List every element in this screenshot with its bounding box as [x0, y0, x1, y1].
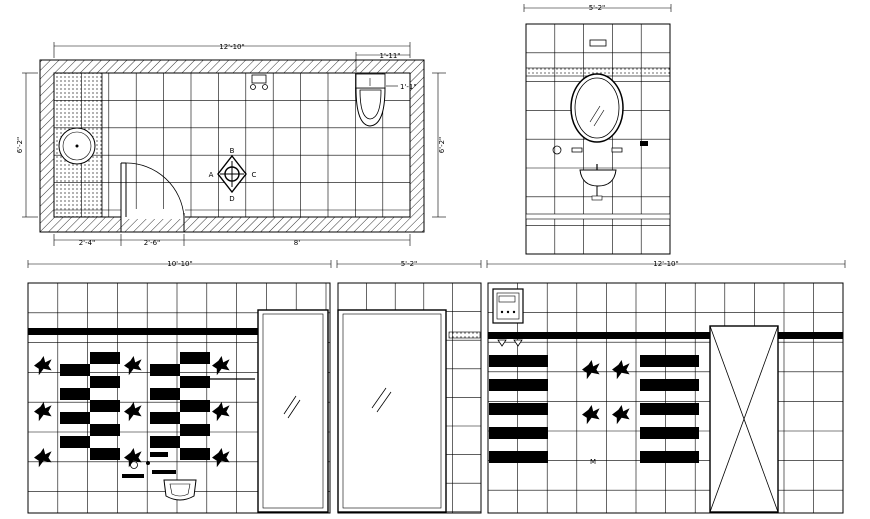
plan-tile-grid [54, 73, 410, 217]
light-fixture [589, 39, 607, 47]
tile-stripe [150, 388, 180, 400]
tile-stripe [180, 400, 210, 412]
elevation-b: 5'-2" [336, 260, 482, 514]
elevation-a: 10'-10" [27, 260, 332, 514]
tissue-holder [552, 145, 562, 155]
tile-stripe [60, 412, 90, 424]
dim-wc: 1'-11" [379, 52, 400, 60]
dim-height-left: 6'-2" [16, 137, 24, 154]
tile-stripe [60, 388, 90, 400]
door-swing [125, 162, 185, 218]
border-band-a [28, 328, 258, 335]
tile-stripe [640, 355, 699, 367]
tile-stripe [180, 352, 210, 364]
tile-stripe [640, 451, 699, 463]
marker-c-label: C [252, 171, 257, 179]
marker-a-label: A [209, 171, 214, 179]
dim-elev-a: 10'-10" [167, 260, 192, 268]
wc-elevation [163, 479, 197, 501]
tile-stripe [489, 403, 548, 415]
tile-stripe [180, 376, 210, 388]
plan-dimension-lines [22, 42, 446, 246]
tile-stripe [90, 352, 120, 364]
tile-stripe [90, 400, 120, 412]
tile-stripe [489, 379, 548, 391]
floor-plan: B D A C 12'-10" 1'-11" 6'-2" 6'-2" 2'-4"… [16, 42, 446, 247]
border-band-c [488, 332, 843, 339]
tile-stripe [640, 427, 699, 439]
tile-stripe [150, 436, 180, 448]
wc-plan [355, 73, 386, 127]
marker-b-label: B [230, 147, 235, 155]
dim-elev-c: 12'-10" [653, 260, 678, 268]
tile-stripe [489, 427, 548, 439]
elevation-c: 12'-10" M [486, 260, 846, 514]
dim-small-top: 5'-2" [589, 4, 606, 12]
tile-stripe [640, 403, 699, 415]
elevation-basin-wall: 5'-2" [523, 4, 672, 255]
tile-stripe [489, 451, 548, 463]
dim-bottom-door: 2'-6" [144, 239, 161, 247]
wash-basin-elevation [579, 169, 617, 187]
tile-stripe [90, 424, 120, 436]
section-marker: B D A C [209, 147, 257, 203]
dim-elev-b: 5'-2" [401, 260, 418, 268]
dim-tap: 1'-1" [400, 83, 417, 91]
tile-stripe [90, 376, 120, 388]
dim-overall: 12'-10" [219, 43, 244, 51]
tile-stripe [640, 379, 699, 391]
marker-d-label: D [229, 195, 234, 203]
tile-stripe [489, 355, 548, 367]
shower-tap-plan [250, 74, 268, 90]
shower-glass-b [337, 309, 447, 513]
dim-bottom-left: 2'-4" [79, 239, 96, 247]
geyser [492, 288, 524, 324]
tile-stripe [150, 364, 180, 376]
mirror [570, 73, 624, 143]
tile-stripe [60, 364, 90, 376]
tile-stripe [180, 448, 210, 460]
tile-stripe [90, 448, 120, 460]
tile-stripe [150, 412, 180, 424]
tile-stripe [60, 436, 90, 448]
tile-stripe [180, 424, 210, 436]
dim-height-right: 6'-2" [438, 137, 446, 154]
dim-bottom-right: 8' [294, 239, 300, 247]
label-m: M [590, 458, 596, 466]
